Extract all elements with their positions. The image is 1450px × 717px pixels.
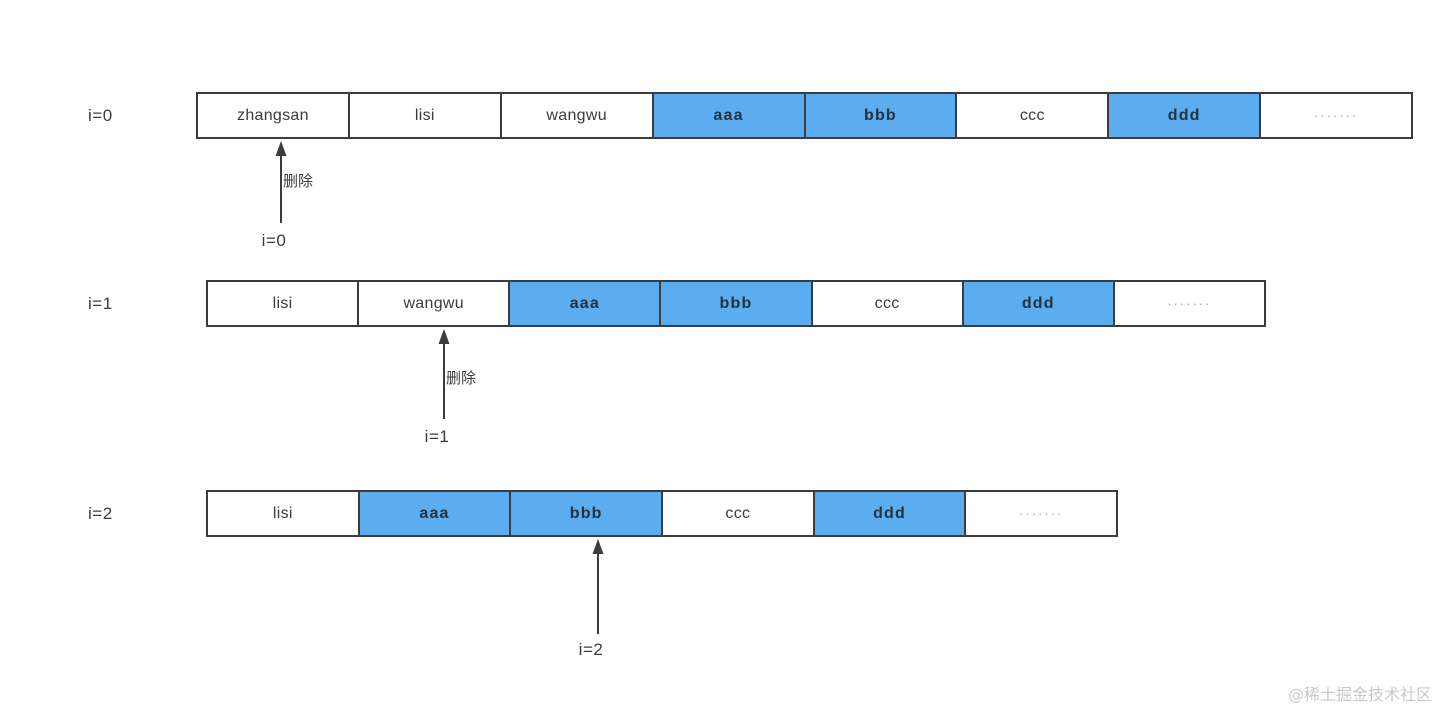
array-cell: wangwu bbox=[359, 282, 511, 325]
pointer-note-1: 删除 bbox=[446, 369, 477, 387]
pointer-arrow-2 bbox=[591, 539, 605, 634]
array-cell: ······· bbox=[1114, 282, 1264, 325]
pointer-arrow-0 bbox=[274, 141, 288, 223]
pointer-note-0: 删除 bbox=[283, 172, 314, 190]
pointer-caption-2: i=2 bbox=[578, 640, 604, 659]
array-cell: bbb bbox=[805, 94, 958, 137]
array-cell: bbb bbox=[661, 282, 813, 325]
array-cell: ddd bbox=[1109, 94, 1262, 137]
array-cell: lisi bbox=[208, 492, 360, 535]
pointer-caption-1: i=1 bbox=[424, 427, 450, 446]
array-cell: ddd bbox=[963, 282, 1115, 325]
array-cell: wangwu bbox=[501, 94, 654, 137]
array-cell: ddd bbox=[814, 492, 967, 535]
row-label-1: i=1 bbox=[88, 294, 113, 313]
watermark: @稀土掘金技术社区 bbox=[1287, 685, 1432, 704]
row-label-2: i=2 bbox=[88, 504, 113, 523]
array-cell: aaa bbox=[510, 282, 662, 325]
array-cell: ······· bbox=[1261, 94, 1411, 137]
array-cell: ccc bbox=[663, 492, 815, 535]
pointer-arrow-1 bbox=[437, 329, 451, 419]
array-cell: aaa bbox=[359, 492, 512, 535]
row-label-0: i=0 bbox=[88, 106, 113, 125]
pointer-caption-0: i=0 bbox=[261, 231, 287, 250]
array-cell: zhangsan bbox=[198, 94, 350, 137]
array-cell: aaa bbox=[653, 94, 806, 137]
array-cell: ccc bbox=[812, 282, 964, 325]
array-cell: lisi bbox=[208, 282, 360, 325]
array-cell: lisi bbox=[349, 94, 502, 137]
array-cell: ······· bbox=[966, 492, 1117, 535]
array-cell: bbb bbox=[511, 492, 664, 535]
array-cell: ccc bbox=[957, 94, 1110, 137]
